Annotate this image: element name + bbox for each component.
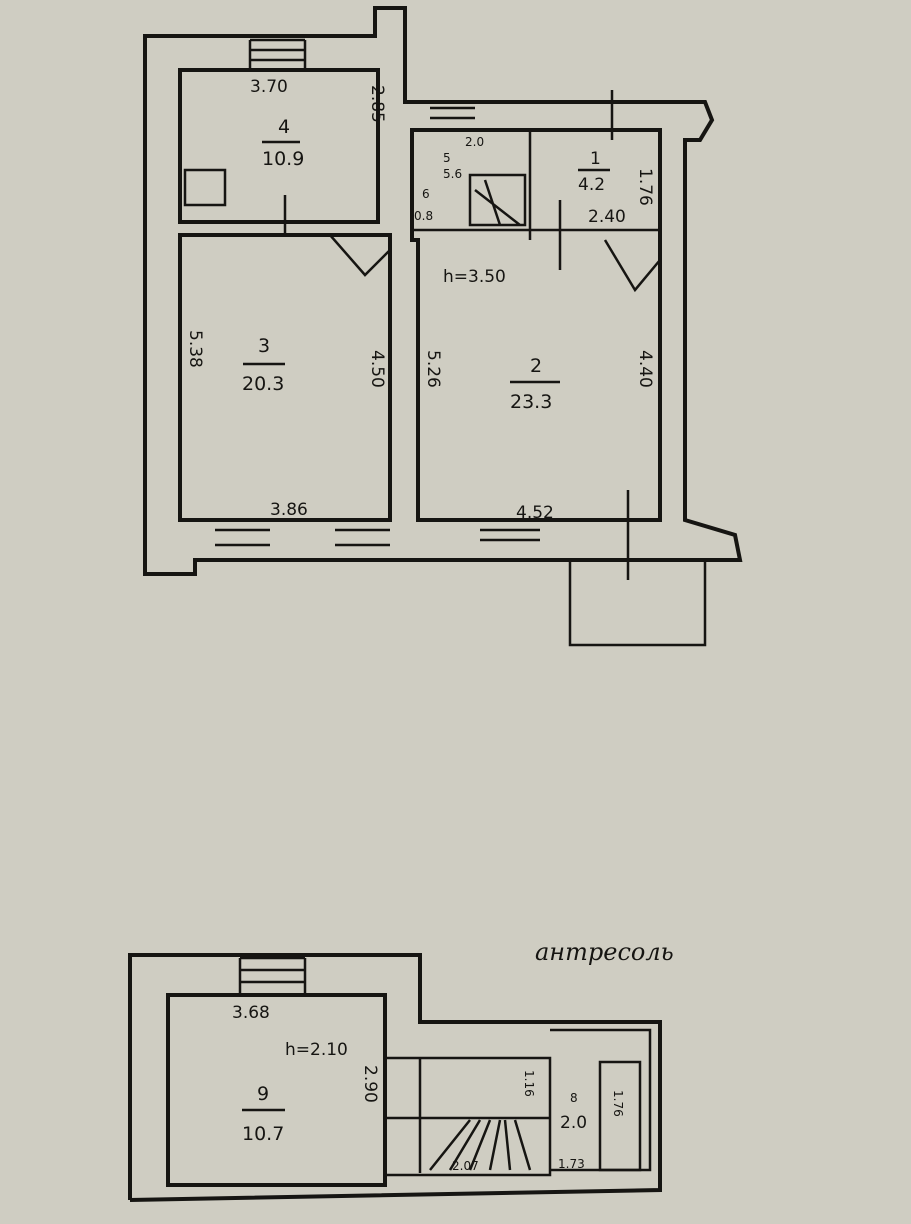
svg-text:2.0: 2.0 (560, 1113, 587, 1133)
svg-text:3.70: 3.70 (250, 77, 288, 97)
svg-text:5.26: 5.26 (423, 350, 443, 388)
svg-text:9: 9 (257, 1083, 269, 1105)
svg-text:3: 3 (258, 335, 270, 357)
room-8-label: 8 2.0 (560, 1091, 587, 1133)
room-5-label: 5 5.6 (443, 151, 462, 181)
mezzanine-walls (128, 953, 662, 1202)
room-1-label: 1 4.2 (578, 149, 610, 195)
svg-text:1.16: 1.16 (522, 1070, 536, 1097)
room-2-label: 2 23.3 (510, 355, 560, 413)
svg-text:3.68: 3.68 (232, 1003, 270, 1023)
svg-text:h=2.10: h=2.10 (285, 1040, 348, 1060)
svg-text:4: 4 (278, 116, 290, 138)
svg-text:2: 2 (530, 355, 542, 377)
svg-text:4.40: 4.40 (635, 350, 655, 388)
svg-text:5.6: 5.6 (443, 167, 462, 181)
dimensions: 3.70 2.85 2.0 1.76 2.40 h=3.50 5.38 4.50… (185, 77, 655, 1173)
svg-text:1: 1 (590, 149, 601, 169)
svg-text:8: 8 (570, 1091, 578, 1105)
svg-text:h=3.50: h=3.50 (443, 267, 506, 287)
svg-text:2.40: 2.40 (588, 207, 626, 227)
svg-text:5.38: 5.38 (185, 330, 205, 368)
svg-text:1.73: 1.73 (558, 1157, 585, 1171)
room-9-label: 9 10.7 (242, 1083, 285, 1145)
svg-text:4.50: 4.50 (367, 350, 387, 388)
svg-text:6: 6 (422, 187, 430, 201)
svg-text:5: 5 (443, 151, 451, 165)
room-3-label: 3 20.3 (242, 335, 285, 395)
svg-text:2.85: 2.85 (367, 85, 387, 123)
svg-text:10.7: 10.7 (242, 1123, 284, 1145)
svg-text:0.8: 0.8 (414, 209, 433, 223)
room-4-label: 4 10.9 (262, 116, 304, 170)
svg-text:4.52: 4.52 (516, 503, 554, 523)
svg-text:2.90: 2.90 (360, 1065, 380, 1103)
svg-text:4.2: 4.2 (578, 175, 605, 195)
svg-text:2.07: 2.07 (452, 1159, 479, 1173)
svg-text:1.76: 1.76 (635, 168, 655, 206)
svg-text:2.0: 2.0 (465, 135, 484, 149)
room-6-label: 6 0.8 (414, 187, 433, 223)
svg-text:1.76: 1.76 (611, 1090, 625, 1117)
mezzanine-title: антресоль (535, 938, 674, 966)
svg-text:20.3: 20.3 (242, 373, 284, 395)
svg-text:3.86: 3.86 (270, 500, 308, 520)
svg-text:23.3: 23.3 (510, 391, 552, 413)
svg-text:10.9: 10.9 (262, 148, 304, 170)
main-floor-walls (143, 6, 743, 647)
